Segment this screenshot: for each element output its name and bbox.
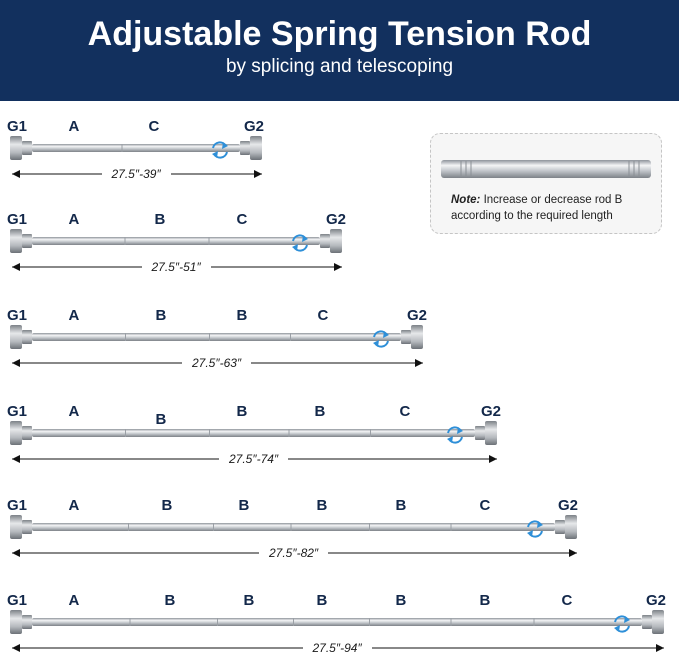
segment-label-b: B xyxy=(479,592,491,609)
segment-label-a: A xyxy=(68,307,80,324)
rod-tube xyxy=(32,618,642,626)
note-text: Note: Increase or decrease rod B accordi… xyxy=(451,192,656,224)
segment-label-b: B xyxy=(161,497,173,514)
segment-label-b: B xyxy=(316,592,328,609)
segment-label-g1: G1 xyxy=(7,211,28,228)
segment-label-b: B xyxy=(236,403,248,420)
rotate-icon-arrowhead xyxy=(222,142,228,149)
note-label: Note: xyxy=(451,194,481,206)
segment-label-g2: G2 xyxy=(481,403,502,420)
end-cap-right xyxy=(652,610,664,634)
segment-label-a: A xyxy=(68,118,80,135)
rotate-icon-arrowhead xyxy=(447,436,453,443)
rotate-icon-arrowhead xyxy=(373,340,379,347)
end-cap-left xyxy=(10,136,22,160)
segment-label-c: C xyxy=(561,592,573,609)
end-collar-left xyxy=(22,615,32,629)
note-body: Increase or decrease rod B according to … xyxy=(451,194,623,222)
segment-label-g2: G2 xyxy=(407,307,428,324)
end-collar-left xyxy=(22,426,32,440)
rotate-icon-arrowhead xyxy=(383,331,389,338)
end-collar-right xyxy=(320,234,330,248)
segment-label-c: C xyxy=(479,497,491,514)
rotate-icon-arrowhead xyxy=(212,151,218,158)
segment-label-g2: G2 xyxy=(326,211,347,228)
end-collar-right xyxy=(642,615,652,629)
segment-label-b: B xyxy=(395,497,407,514)
segment-label-g1: G1 xyxy=(7,307,28,324)
segment-label-b: B xyxy=(243,592,255,609)
segment-label-g1: G1 xyxy=(7,592,28,609)
segment-label-g1: G1 xyxy=(7,403,28,420)
length-range-label: 27.5″-82″ xyxy=(259,546,329,560)
segment-label-g2: G2 xyxy=(646,592,667,609)
rotate-icon-arrowhead xyxy=(302,235,308,242)
segment-label-g1: G1 xyxy=(7,118,28,135)
rotate-icon-arrowhead xyxy=(292,244,298,251)
rod-b-illustration xyxy=(441,160,651,178)
page-title: Adjustable Spring Tension Rod xyxy=(87,15,592,53)
length-range-label: 27.5″-74″ xyxy=(219,452,289,466)
segment-label-b: B xyxy=(314,403,326,420)
rod-tube xyxy=(32,523,555,531)
rod-tube xyxy=(32,237,320,245)
segment-label-g2: G2 xyxy=(558,497,579,514)
segment-label-a: A xyxy=(68,211,80,228)
rotate-icon-arrowhead xyxy=(537,521,543,528)
segment-label-b: B xyxy=(236,307,248,324)
segment-label-b: B xyxy=(155,307,167,324)
rotate-icon-arrowhead xyxy=(457,427,463,434)
header-banner: Adjustable Spring Tension Rod by splicin… xyxy=(0,0,679,101)
end-collar-right xyxy=(240,141,250,155)
segment-label-b: B xyxy=(316,497,328,514)
segment-label-c: C xyxy=(236,211,248,228)
end-cap-left xyxy=(10,421,22,445)
end-cap-left xyxy=(10,325,22,349)
rod-tube xyxy=(32,429,475,437)
end-cap-left xyxy=(10,610,22,634)
rotate-icon-arrowhead xyxy=(624,616,630,623)
end-cap-right xyxy=(411,325,423,349)
segment-label-a: A xyxy=(68,497,80,514)
segment-label-a: A xyxy=(68,592,80,609)
note-box: Note: Increase or decrease rod B accordi… xyxy=(430,133,662,234)
end-collar-right xyxy=(401,330,411,344)
length-range-label: 27.5″-63″ xyxy=(182,356,252,370)
length-range-label: 27.5″-39″ xyxy=(101,167,171,181)
rod-tube xyxy=(32,333,401,341)
segment-label-c: C xyxy=(317,307,329,324)
length-range-label: 27.5″-94″ xyxy=(302,641,372,655)
end-cap-left xyxy=(10,515,22,539)
segment-label-b: B xyxy=(154,211,166,228)
rotate-icon-arrowhead xyxy=(614,625,620,632)
segment-label-g1: G1 xyxy=(7,497,28,514)
segment-label-b: B xyxy=(395,592,407,609)
rod-b-tube xyxy=(441,160,651,178)
segment-label-a: A xyxy=(68,403,80,420)
length-range-label: 27.5″-51″ xyxy=(141,260,211,274)
page-subtitle: by splicing and telescoping xyxy=(225,56,454,77)
end-collar-left xyxy=(22,141,32,155)
segment-label-g2: G2 xyxy=(244,118,265,135)
rotate-icon-arrowhead xyxy=(527,530,533,537)
segment-label-c: C xyxy=(399,403,411,420)
end-cap-right xyxy=(330,229,342,253)
end-collar-left xyxy=(22,520,32,534)
segment-label-c: C xyxy=(148,118,160,135)
rod-tube xyxy=(32,144,240,152)
end-collar-right xyxy=(475,426,485,440)
end-cap-right xyxy=(565,515,577,539)
end-collar-left xyxy=(22,234,32,248)
segment-label-b: B xyxy=(164,592,176,609)
end-collar-left xyxy=(22,330,32,344)
end-cap-right xyxy=(485,421,497,445)
end-cap-left xyxy=(10,229,22,253)
end-collar-right xyxy=(555,520,565,534)
segment-label-b: B xyxy=(238,497,250,514)
end-cap-right xyxy=(250,136,262,160)
segment-label-b: B xyxy=(155,411,167,428)
